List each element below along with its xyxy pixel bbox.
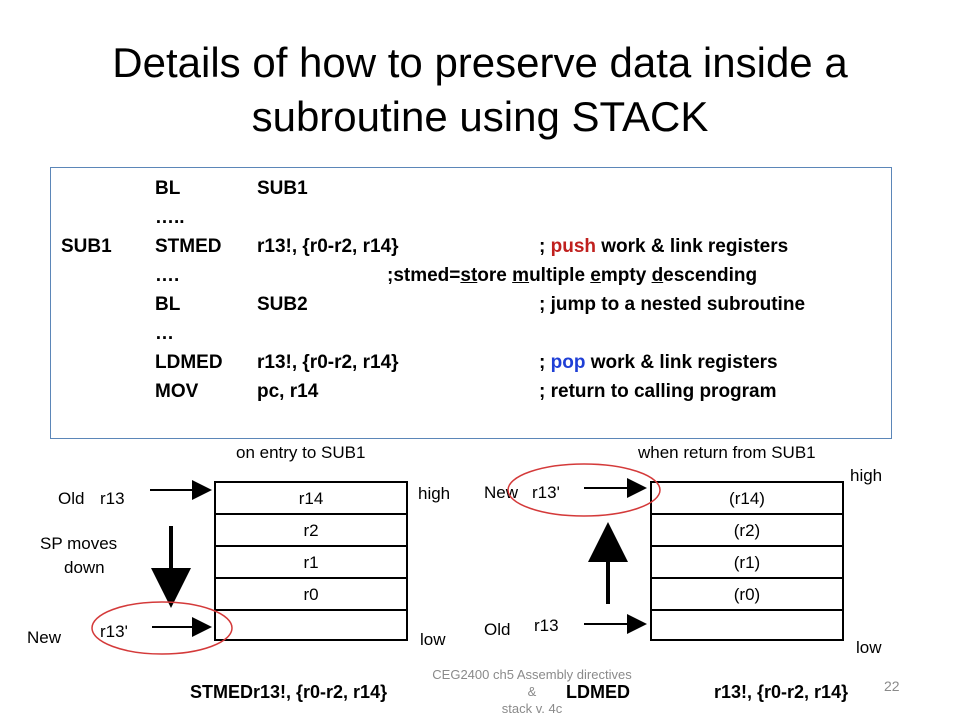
stack-cell: (r0) (652, 579, 842, 611)
slide-title: Details of how to preserve data inside a… (40, 36, 920, 144)
code-op: LDMED (155, 352, 223, 373)
code-comment: ;stmed=store multiple empty descending (387, 265, 757, 287)
underlined-letters: e (590, 265, 601, 286)
stack-memory: r14 r2 r1 r0 (214, 481, 408, 641)
code-label: SUB1 (61, 236, 112, 257)
comment-rest: work & link registers (585, 352, 778, 373)
code-line-8: MOV pc, r14 ; return to calling program (51, 381, 893, 411)
sp-register-label: r13 (534, 616, 559, 635)
comment-prefix: ;stmed= (387, 265, 461, 286)
code-line-3: SUB1 STMED r13!, {r0-r2, r14} ; push wor… (51, 236, 893, 266)
ldmed-args: r13!, {r0-r2, r14} (714, 682, 849, 702)
code-args: SUB2 (257, 294, 308, 315)
slide-footer: CEG2400 ch5 Assembly directives & stack … (432, 666, 632, 717)
stack-memory: (r14) (r2) (r1) (r0) (650, 481, 844, 641)
old-label: Old (484, 620, 511, 639)
page-number: 22 (884, 678, 900, 694)
underlined-letters: m (512, 265, 530, 286)
code-line-1: BL SUB1 (51, 178, 893, 208)
stack-cell: r1 (216, 547, 406, 579)
underlined-letters: st (460, 265, 478, 286)
new-label: New (27, 628, 62, 647)
code-args: r13!, {r0-r2, r14} (257, 352, 399, 373)
code-line-2: ….. (51, 207, 893, 237)
code-line-7: LDMED r13!, {r0-r2, r14} ; pop work & li… (51, 352, 893, 382)
low-address-label: low (856, 638, 882, 657)
stack-cell: (r1) (652, 547, 842, 579)
code-listing: BL SUB1 ….. SUB1 STMED r13!, {r0-r2, r14… (50, 167, 892, 439)
code-comment: ; pop work & link registers (539, 352, 778, 374)
code-op: BL (155, 178, 181, 199)
ldmed-op: LDMED (566, 682, 630, 702)
stmed-instruction: STMEDr13!, {r0-r2, r14} (190, 682, 388, 702)
stack-cell (216, 611, 406, 643)
new-sp-register-label: r13' (100, 622, 128, 641)
diagram-caption: when return from SUB1 (638, 443, 816, 462)
high-address-label: high (418, 484, 451, 503)
push-keyword: push (550, 236, 596, 257)
high-address-label: high (850, 466, 883, 485)
comment-word: escending (663, 265, 758, 286)
comment-prefix: ; (539, 236, 551, 257)
stack-cell (652, 611, 842, 643)
code-comment: ; return to calling program (539, 381, 777, 402)
new-label: New (484, 483, 519, 502)
sp-note-line-1: SP moves (40, 534, 118, 553)
code-op: … (155, 323, 174, 344)
comment-rest: work & link registers (596, 236, 789, 257)
code-op: STMED (155, 236, 222, 257)
comment-word: ore (477, 265, 513, 286)
diagram-caption: on entry to SUB1 (236, 443, 366, 462)
stack-cell: (r2) (652, 515, 842, 547)
footer-line-2: stack v. 4c (501, 701, 563, 716)
underlined-letters: d (651, 265, 664, 286)
title-line-2: subroutine using STACK (251, 93, 709, 140)
code-op: ….. (155, 207, 185, 228)
footer-line-1: CEG2400 ch5 Assembly directives & (432, 667, 632, 699)
code-comment: ; jump to a nested subroutine (539, 294, 806, 315)
code-line-5: BL SUB2 ; jump to a nested subroutine (51, 294, 893, 324)
title-line-1: Details of how to preserve data inside a (112, 39, 848, 86)
low-address-label: low (420, 630, 446, 649)
sp-note-line-2: down (64, 558, 105, 577)
code-args: pc, r14 (257, 381, 319, 402)
highlight-circle (507, 463, 661, 517)
code-args: r13!, {r0-r2, r14} (257, 236, 399, 257)
code-op: …. (155, 265, 180, 286)
code-args: SUB1 (257, 178, 308, 199)
pop-keyword: pop (550, 352, 586, 373)
comment-word: mpty (600, 265, 652, 286)
new-sp-register-label: r13' (532, 483, 560, 502)
old-label: Old (58, 489, 85, 508)
sp-register-label: r13 (100, 489, 125, 508)
code-line-4: …. ;stmed=store multiple empty descendin… (51, 265, 893, 295)
comment-word: ultiple (529, 265, 591, 286)
stack-cell: (r14) (652, 483, 842, 515)
comment-prefix: ; (539, 352, 551, 373)
code-op: BL (155, 294, 181, 315)
code-op: MOV (155, 381, 199, 402)
code-line-6: … (51, 323, 893, 353)
stack-cell: r0 (216, 579, 406, 611)
stack-cell: r14 (216, 483, 406, 515)
code-comment: ; push work & link registers (539, 236, 788, 258)
stack-cell: r2 (216, 515, 406, 547)
